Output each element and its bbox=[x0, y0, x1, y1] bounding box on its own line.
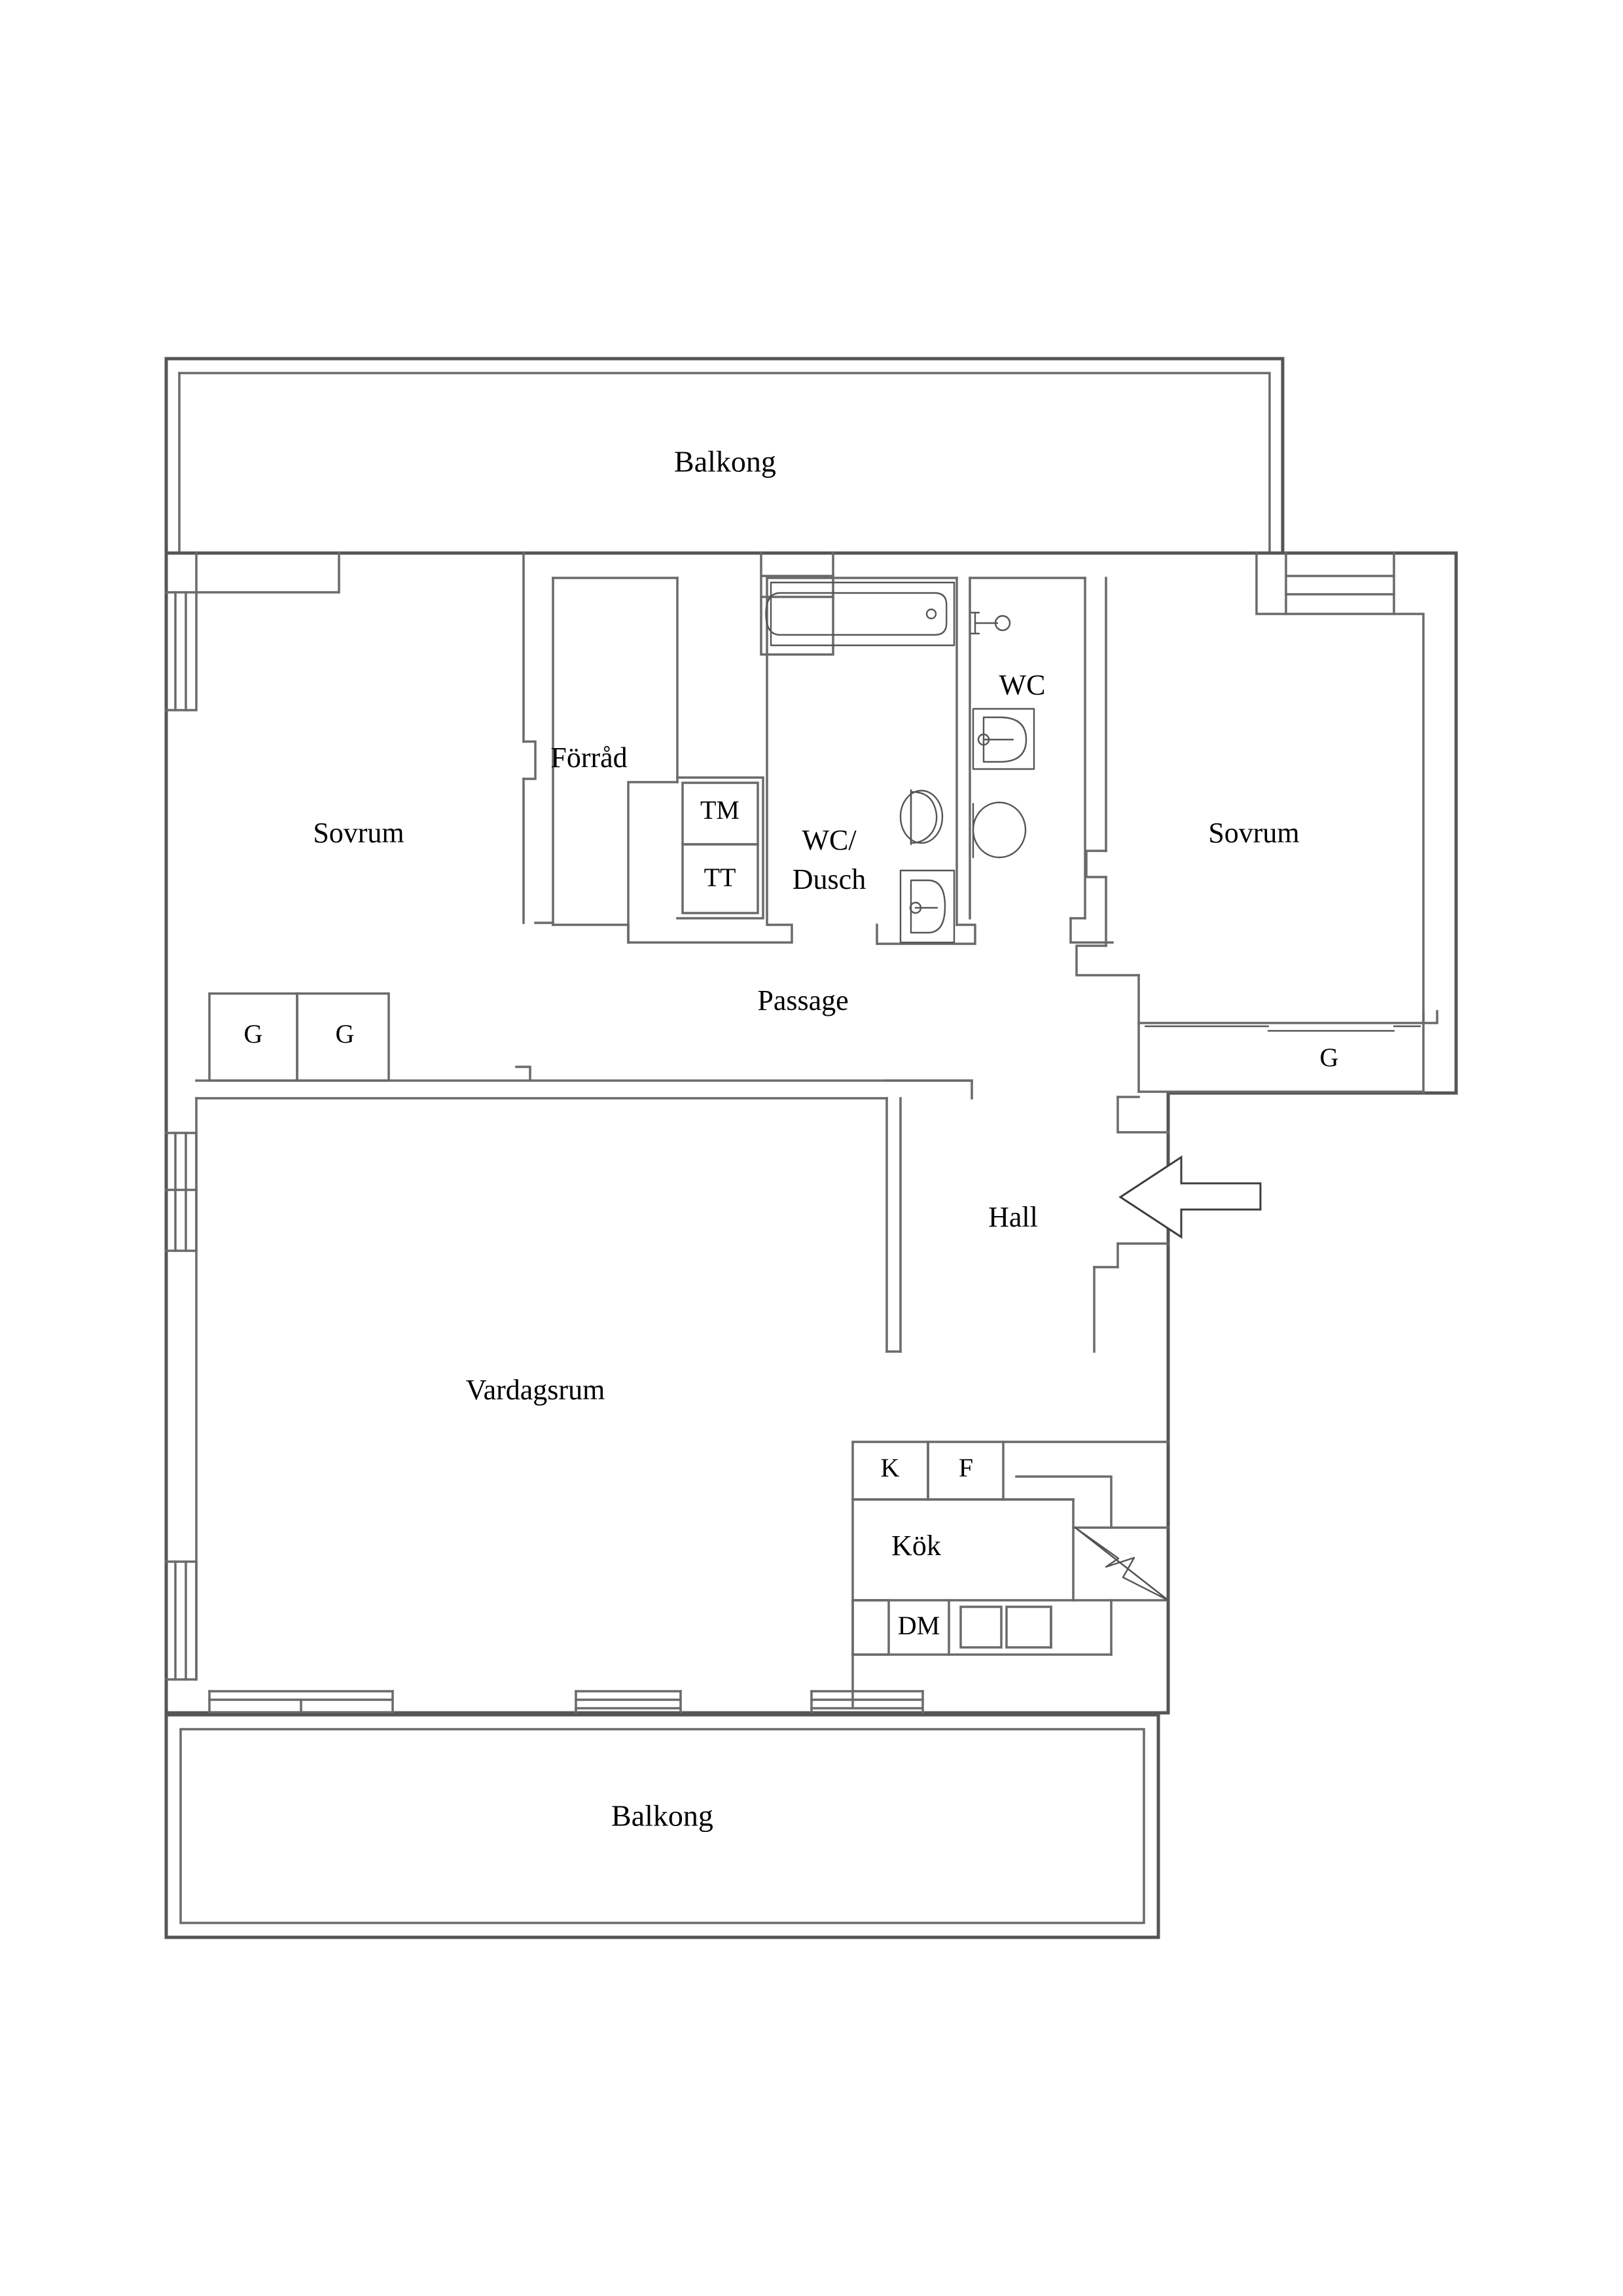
sink-icon-wc-dusch bbox=[899, 869, 955, 944]
entrance-arrow bbox=[1118, 1155, 1262, 1239]
room-walls-passage-hall bbox=[195, 1079, 1169, 1353]
wardrobe-left-bedroom-2 bbox=[296, 992, 390, 1082]
label-vardagsrum: Vardagsrum bbox=[466, 1374, 605, 1406]
toilet-icon-wc-dusch bbox=[899, 789, 944, 846]
room-walls-wc bbox=[969, 577, 1114, 944]
label-wc-dusch-line2: Dusch bbox=[793, 863, 866, 895]
kitchen-counters bbox=[851, 1441, 1169, 1708]
label-hall: Hall bbox=[988, 1201, 1038, 1233]
toilet-icon-wc bbox=[972, 801, 1027, 859]
label-wc: WC bbox=[999, 669, 1046, 701]
label-washing-machine: TM bbox=[700, 795, 740, 825]
label-forrad: Förråd bbox=[550, 742, 627, 774]
label-wardrobe-left-1: G bbox=[244, 1019, 263, 1049]
flush-valve-icon bbox=[970, 611, 1011, 635]
wardrobe-right-bedroom bbox=[1137, 1010, 1438, 1093]
room-walls-forrad bbox=[534, 577, 793, 944]
label-balcony-top: Balkong bbox=[674, 445, 776, 478]
label-wc-dusch-line1: WC/ bbox=[802, 824, 857, 856]
label-sovrum-left: Sovrum bbox=[313, 817, 404, 849]
window-right-bedroom-top bbox=[1285, 552, 1395, 615]
label-sovrum-right: Sovrum bbox=[1208, 817, 1299, 849]
label-dishwasher: DM bbox=[898, 1611, 940, 1640]
room-walls-wc-dusch bbox=[766, 577, 976, 945]
balcony-top-outline bbox=[164, 357, 1285, 555]
wall-stub-top-right-bedroom bbox=[1255, 552, 1425, 1094]
label-wardrobe-right: G bbox=[1320, 1043, 1339, 1072]
label-stove: K bbox=[881, 1453, 900, 1482]
window-living-room-lower bbox=[165, 1560, 198, 1681]
window-bathroom-top bbox=[760, 552, 834, 656]
sink-icon-wc bbox=[972, 708, 1035, 770]
bathtub-icon bbox=[765, 581, 955, 647]
room-walls-right-bedroom bbox=[1075, 577, 1140, 1093]
window-living-room-upper bbox=[165, 1132, 198, 1252]
label-tumble-dryer: TT bbox=[704, 863, 736, 892]
label-wardrobe-left-2: G bbox=[336, 1019, 355, 1049]
label-fridge: F bbox=[959, 1453, 973, 1482]
balcony-bottom-outline bbox=[164, 1713, 1160, 1939]
balcony-door-left-bedroom bbox=[195, 552, 340, 594]
exterior-walls bbox=[164, 551, 1458, 1715]
appliance-cabinet-outline bbox=[676, 776, 764, 920]
window-left-bedroom bbox=[165, 591, 198, 711]
label-passage: Passage bbox=[757, 984, 848, 1016]
appliance-tt-box bbox=[681, 843, 759, 914]
label-kok: Kök bbox=[891, 1530, 941, 1562]
label-balcony-bottom: Balkong bbox=[611, 1799, 713, 1833]
